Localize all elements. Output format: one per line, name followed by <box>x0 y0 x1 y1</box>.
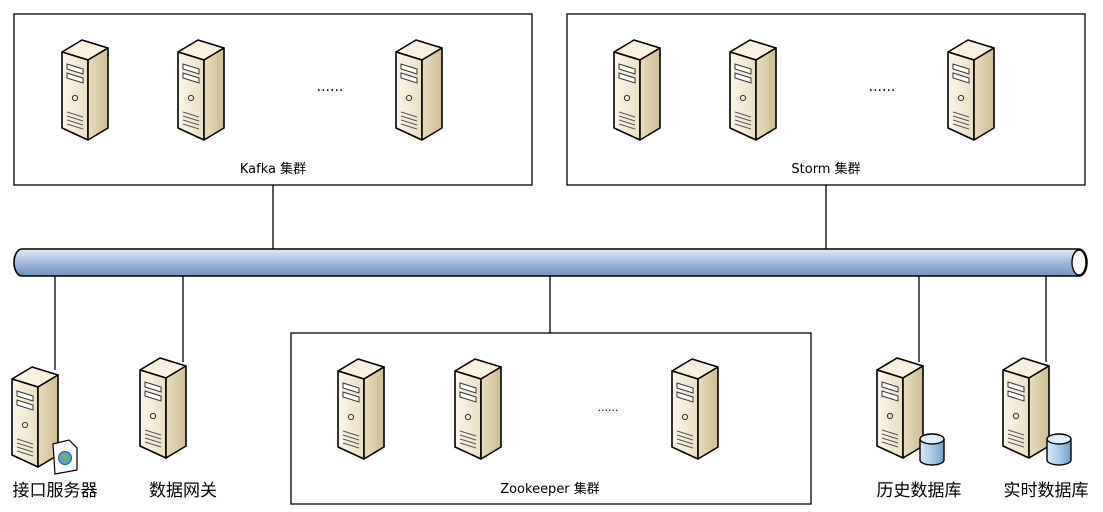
data-gateway-icon <box>139 357 187 459</box>
history-db-label: 历史数据库 <box>877 481 962 501</box>
zookeeper-cluster-label: Zookeeper 集群 <box>500 481 600 497</box>
data-gateway-label: 数据网关 <box>149 481 217 501</box>
zookeeper-server-icon <box>454 358 502 460</box>
network-bus <box>13 248 1088 277</box>
interface-server-icon <box>11 366 78 475</box>
kafka-server-icon <box>395 39 443 141</box>
kafka-server-icon <box>177 39 225 141</box>
history-database-icon <box>876 357 945 466</box>
kafka-ellipsis: ······ <box>317 83 344 99</box>
kafka-cluster-label: Kafka 集群 <box>240 161 306 177</box>
storm-ellipsis: ······ <box>869 83 896 99</box>
storm-server-icon <box>947 39 995 141</box>
storm-server-icon <box>729 39 777 141</box>
zookeeper-server-icon <box>671 358 719 460</box>
storm-cluster-label: Storm 集群 <box>791 161 860 177</box>
kafka-server-icon <box>61 39 109 141</box>
realtime-db-label: 实时数据库 <box>1004 481 1089 501</box>
realtime-database-icon <box>1002 357 1072 466</box>
storm-server-icon <box>613 39 661 141</box>
zookeeper-server-icon <box>337 358 385 460</box>
interface-server-label: 接口服务器 <box>13 481 98 501</box>
zookeeper-ellipsis: ······ <box>598 404 619 417</box>
